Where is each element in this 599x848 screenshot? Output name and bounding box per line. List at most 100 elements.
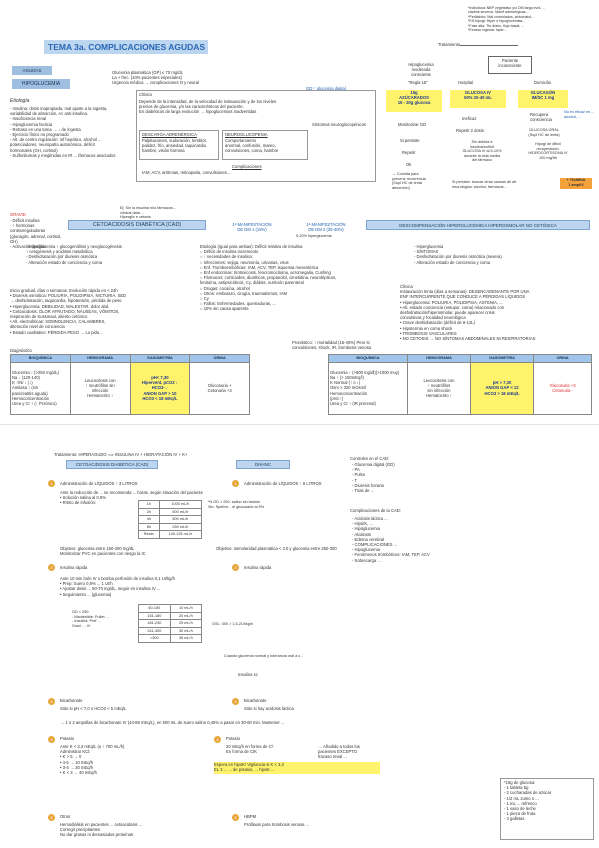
dhh-hemograma: Leucocitosis con ↑ neutrófilos sin infec… [406,361,472,415]
bottom-trat-title: Tratamiento: HIPERAGUDO ⟹ INSULINA IV + … [54,452,188,457]
step-3-right-text: Solo si hay acidosis láctica [244,706,294,711]
ins-v-2: 25 mL/h [169,619,203,628]
th-bioquimica: BIOQUÍMICA [10,354,71,363]
th-orina: ORINA [189,354,250,363]
bicarbonato-text: → 1 o 2 ampollas de bicarbonato IV (44-8… [60,720,285,725]
neuro-title: NEUROGLUCOPENIA [225,132,268,137]
step-5-right: HBPM [244,814,257,819]
step-3-right: Bicarbonato [244,698,267,703]
ins-r-2: 181-240 [138,619,171,628]
hc-note: *15g de glucosa: - 1 tableta 5g - 2 cuch… [504,780,552,822]
step-2-circle: 2 [48,564,55,571]
glucosa-oral: GLUCOSA ORAL (Supl HC de lenta) [528,128,560,137]
tiamina-box: + TIAMINA 1 amp/IV [560,178,592,189]
step-5-circle: 5 [48,814,55,821]
step-4-left-text: Ante K < 3,3 mEq/L (o ↑ 700 mL/h) Admini… [60,744,125,776]
step-4-right-circle: 4 [214,736,221,743]
page-title: TEMA 3a. COMPLICACIONES AGUDAS [44,40,208,54]
dhh-diagnostic-table: BIOQUÍMICA HEMOGRAMA GASOMETRÍA ORINA Gl… [328,354,592,415]
comida-note: → Comida para prevenir recurrencia (Supl… [392,172,426,190]
objetivo-left: Objetivo: glucemia entre 150-200 mg/dL M… [60,546,146,557]
step-5-left: Otros [60,814,71,819]
rate-v-1: 500 mL/h [158,507,203,517]
domicilio-label: Domicilio [534,80,551,85]
insulina-sc: Insulina sc [238,672,258,677]
potasio-note: → Añadido a todos los pacientes EXCEPTO … [318,744,360,760]
ins-v-3: 30 mL/h [169,626,203,636]
dhh-orina: Glucosuria +3 Cetonuria - [533,361,592,415]
dhh-clinica: Clínica Instauración lenta (días a seman… [400,284,536,342]
step-3-left-text: Solo si pH < 7,0 o HCO3 < 5 mEq/L [60,706,127,711]
step-5-right-circle: 5 [232,814,239,821]
step-2-right-circle: 2 [232,564,239,571]
th-orina-2: ORINA [533,354,592,363]
step-5-left-text: Hemodiálisis en pacientes ... cetoacidos… [60,822,143,838]
etiologia-list: - Insulina: dosis inapropiada, mal ajust… [10,106,116,158]
ins-r-3: 241-300 [138,626,171,636]
dhh-bioquimica: Glucemia ↑ (>600 mg/dl)(>1000 muy) Na ↑ … [328,361,408,415]
gd-note: GD⁺: glucemia digital [306,86,346,91]
glucagon-box: GLUCAGÓN IM/SC 1 mg [518,90,568,108]
step-1-text: Ante la reducción de ... se recomienda .… [60,490,203,506]
cad-bioquimica: Glucemia ↑ (>250 mg/dL) Na ↓ (120-140) K… [10,361,71,415]
cad-first-manif: 1ª MANIFESTACIÓN DE DM 1 (15%) [232,222,272,233]
dhh-manif-sub: 5-20% hiperglucemia [296,234,332,238]
hipo-definition: Glucemia plasmática (GP) ≤ 70 mg/dL La +… [112,70,200,86]
controles-title: Controles en el CAD: [350,456,390,461]
paciente-inconsciente: Paciente inconsciente [498,58,522,69]
rate-v-0: 1000 mL/h [158,500,203,509]
dhhnc-title-bar[interactable]: DESCOMPENSACIÓN HIPERGLUCÉMICA HIPEROSMO… [366,220,590,230]
step-1-right-circle: 1 [232,480,239,487]
hospital-label: Hospital [458,80,474,85]
th-gasometria: GASOMETRÍA [129,354,191,363]
neuro-extra: Síntomas neuroglucopénicos [312,122,367,127]
cad-orina: Glucosuria + Cetonuria +3 [189,361,250,415]
ok-label: Ok [406,162,412,167]
neuro-box [222,130,308,160]
complicaciones-text: IAM, ACV, arritmias, retinopatía, convul… [142,170,231,175]
adrenergic-text: Palpitaciones, sudoración, temblor, pali… [142,138,207,154]
no-recupera-note: No es eficaz en ... alcohol, ... [564,110,595,119]
step-3-right-circle: 3 [232,698,239,705]
glucosa-iv-box: GLUCOSA IV 50% 20-40 mL [450,90,506,108]
potasio-warning: Espera en hipoK! Vigilancia si K < 3,3 E… [214,762,380,774]
cad-complications-list: - Acidosis láctica ... - Hipo/K, ... - H… [352,516,430,563]
rate-t-4: Resto [138,530,160,539]
cad-complications-title: Complicaciones de la CAD: [350,508,401,513]
insulin-note: GD < 250: - Mantenible: Pullet ... - Ins… [72,610,109,628]
rate-v-3: 250 mL/h [158,522,203,532]
cad-tab-bottom[interactable]: CETOACIDOSIS DIABÉTICA (CAD) [66,460,158,469]
ins-v-1: 20 mL/h [169,611,203,621]
dhh-gasometria: pH > 7,30 ANION GAP < 12 HCO3 > 18 mEq/L [469,361,535,415]
insulina-text: Ante 10 min bolo IV o bomba perfusión de… [60,576,175,597]
ins-r-4: >300 [138,634,171,643]
tab-agudas[interactable]: AGUDAS [12,66,52,75]
glucosa-5-10-note: Sin debida a insulina/sulfoñ GLUCOSA IV … [462,140,502,163]
th-bioquimica-2: BIOQUÍMICA [328,354,408,363]
dhh-pronostico: Pronóstico: ↑ mortalidad (15-40%) Peor s… [292,340,372,351]
cad-clinica: Inicio gradual, días o semanas. Evolució… [10,288,127,335]
tab-hipoglucemia[interactable]: HIPOGLUCEMIA [12,79,70,89]
adrenergic-title: DESCARGA ADRENÉRGICA [142,132,197,137]
ineficaz-label: Ineficaz [462,116,477,121]
ins-r-0: 60-150 [138,604,171,613]
monitor-gd: Monitorizar GD [398,122,427,127]
cad-title-bar[interactable]: CETOACIDOSIS DIABÉTICA (CAD) [68,220,206,230]
etiologia-title: Etiología [10,98,30,104]
step-4-circle: 4 [48,736,55,743]
ins-v-4: 35 mL/h [169,634,203,643]
step-1-left: Administración de LÍQUIDOS ↑ 3 LITROS [60,481,138,486]
step-1-right: Administración de LÍQUIDOS ↑ 6 LITROS [244,481,322,486]
cad-gasometria: pH< 7,30 Hipervent. pCO2 ↓ HCO3- ↓ ANION… [129,361,191,415]
ins-r-1: 151-180 [138,611,171,621]
hidrocortisona-note: Hipogl de difícil recuperación: HIDROCOR… [528,142,568,160]
rate-v-2: 500 mL/h [158,515,203,524]
step-1-circle: 1 [48,480,55,487]
controles-list: - Glucemia digital (GD) - PA - Pulso - T… [352,462,395,494]
repetir-2-dosis: Repetir 2 dosis [456,128,484,133]
dhhnc-tab-bottom[interactable]: DHHNC [236,460,290,469]
th-hemograma-2: HEMOGRAMA [406,354,472,363]
rate-t-2: 4h [138,515,160,524]
